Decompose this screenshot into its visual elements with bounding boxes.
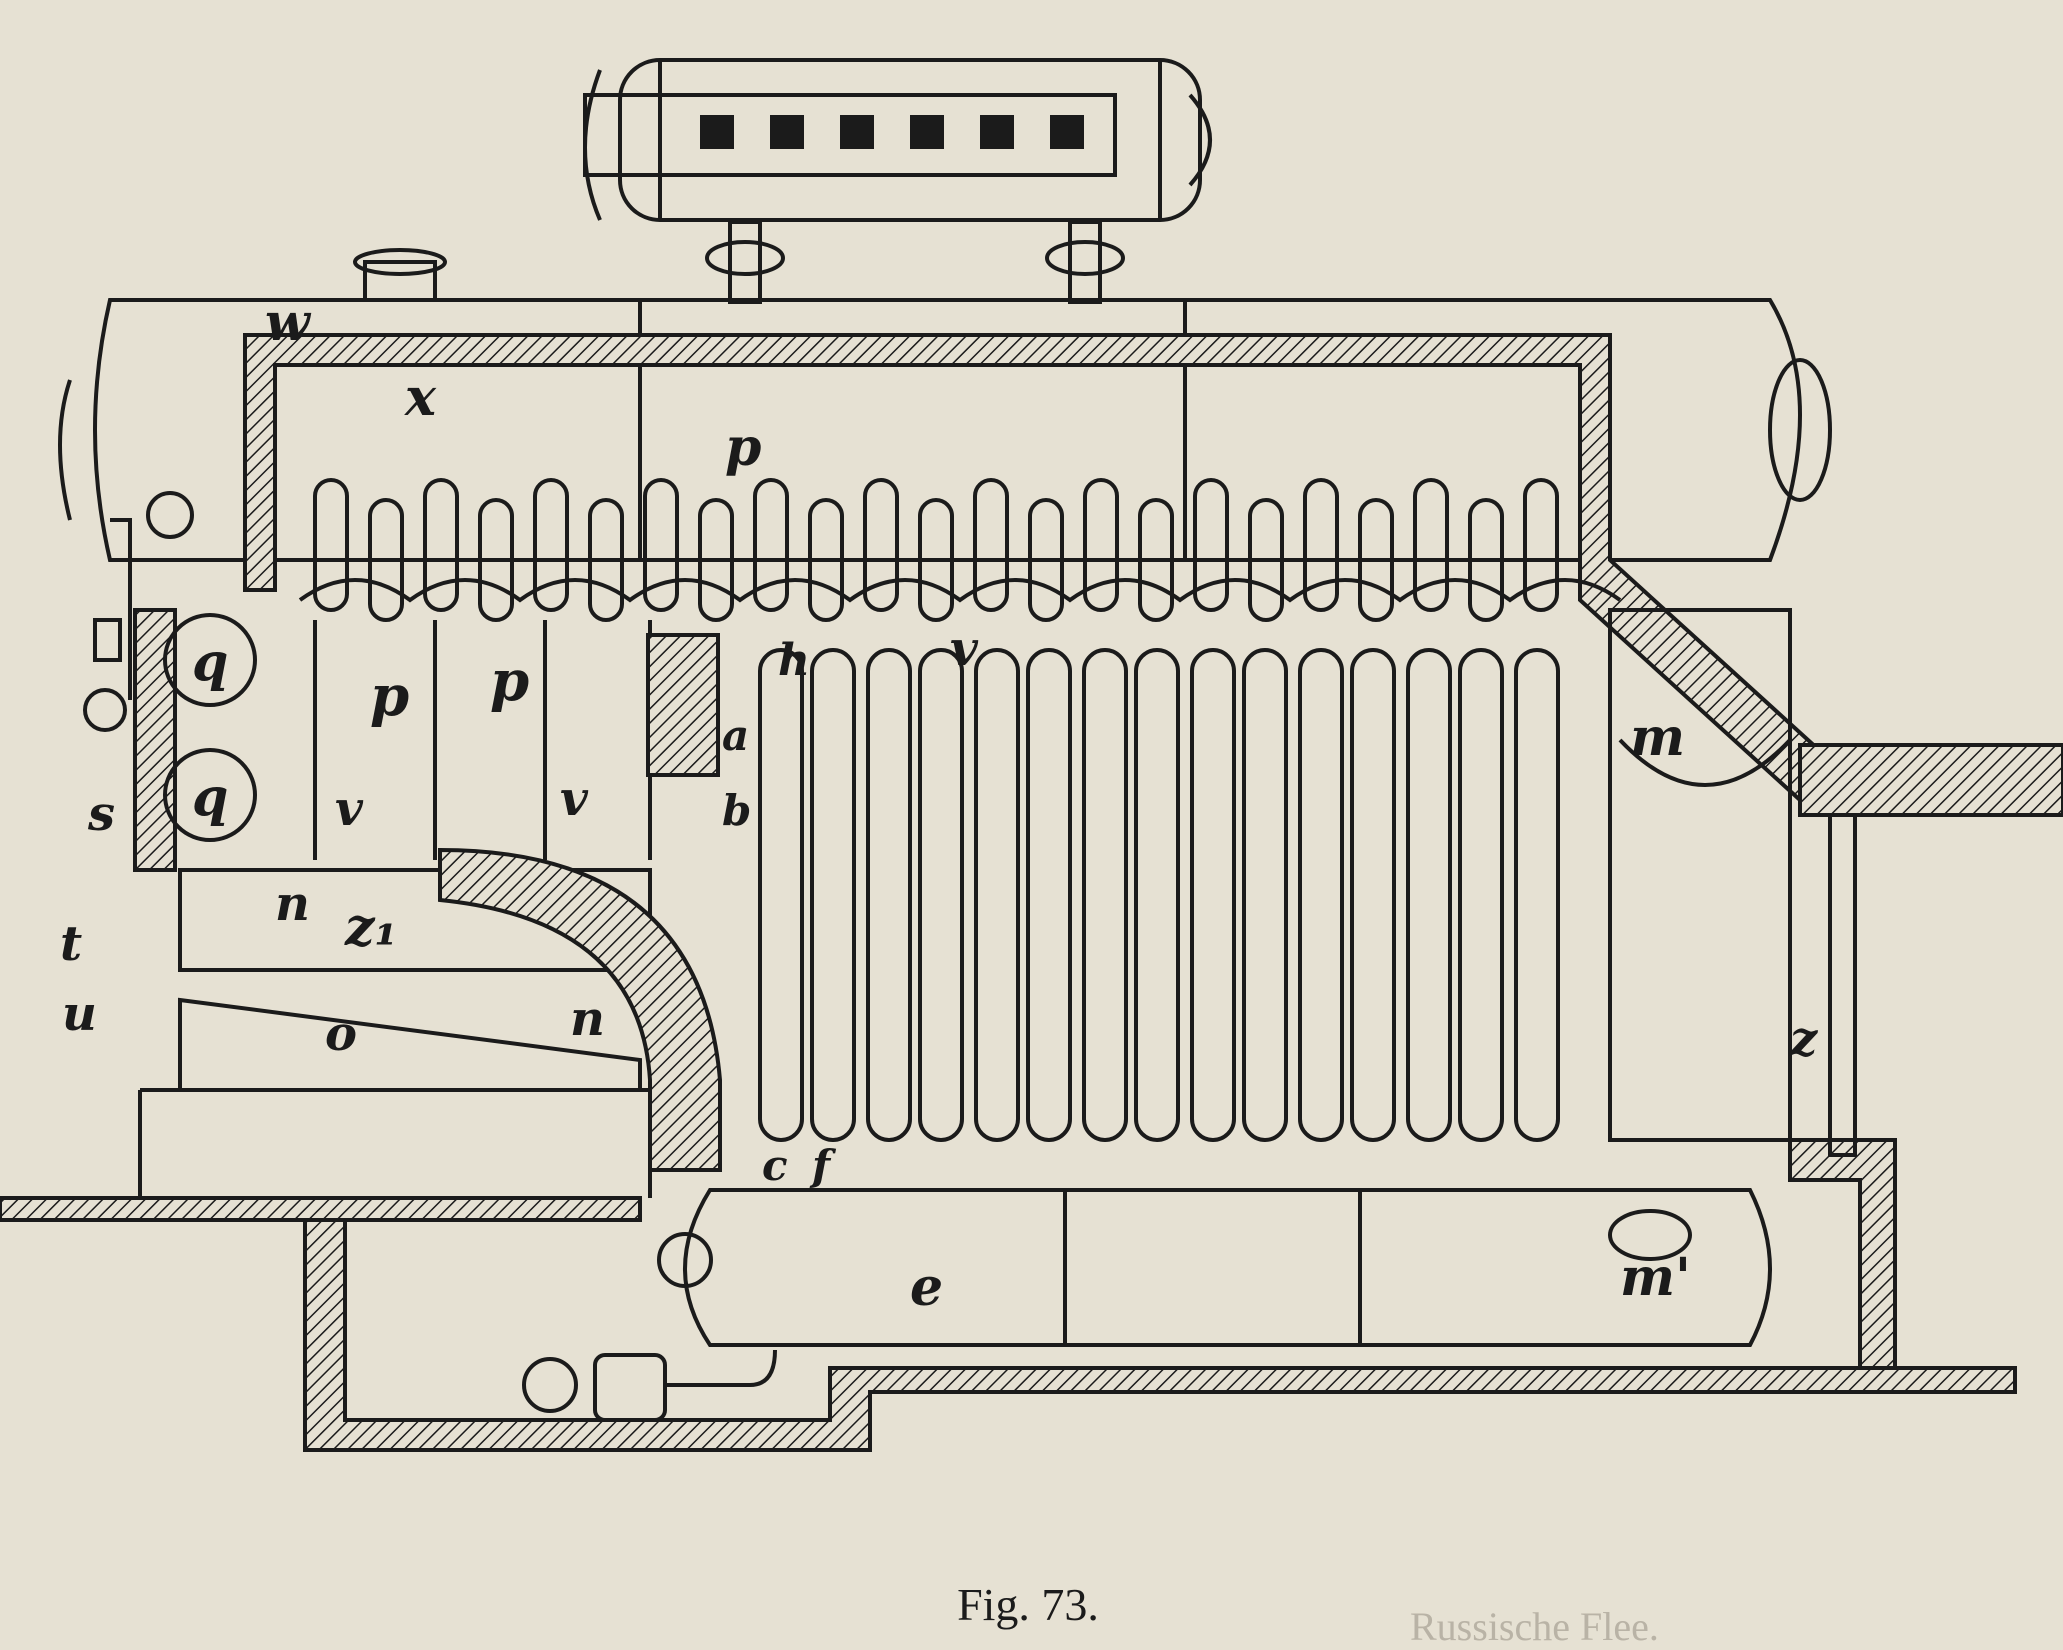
- label-t: t: [60, 916, 82, 972]
- label-x: x: [404, 367, 437, 428]
- label-n-lower: n: [570, 991, 605, 1047]
- steam-drum: [583, 58, 1212, 304]
- vertical-tubes-front: [313, 620, 652, 860]
- upper-drum: [58, 248, 1832, 562]
- label-s: s: [87, 786, 115, 842]
- front-wall: [133, 608, 177, 872]
- label-p-top: p: [725, 417, 761, 478]
- label-b: b: [722, 786, 751, 835]
- bridge-wall-arch: [438, 847, 722, 1172]
- baffle: [646, 633, 720, 777]
- label-a: a: [722, 711, 749, 760]
- label-o: o: [325, 1006, 357, 1062]
- label-f: f: [809, 1141, 837, 1190]
- label-n-upper: n: [275, 876, 310, 932]
- label-z: z: [1789, 1011, 1819, 1067]
- label-v-mid: v: [560, 771, 589, 827]
- label-v-left: v: [335, 781, 364, 837]
- label-e: e: [910, 1257, 943, 1318]
- label-m: m: [1630, 707, 1685, 768]
- water-drum-upper: [163, 613, 257, 707]
- label-m-prime: m': [1620, 1247, 1691, 1308]
- label-v-top: v: [950, 621, 979, 677]
- foundation-pit: [303, 1218, 2017, 1452]
- main-tube-bank: [758, 648, 1560, 1142]
- rear-masonry: [1788, 1138, 1897, 1370]
- part-labels: w x p p p v v v h q q s t u n z₁ n o a b…: [60, 292, 1819, 1318]
- lower-drum: [657, 1188, 1772, 1347]
- label-h: h: [778, 635, 810, 686]
- label-w: w: [265, 292, 312, 353]
- floor-left: [0, 1196, 642, 1222]
- brick-setting: [243, 333, 1833, 803]
- water-drum-lower: [163, 748, 257, 842]
- label-c: c: [762, 1141, 788, 1190]
- rear-chamber: [1608, 608, 2063, 1157]
- label-u: u: [62, 986, 97, 1042]
- label-q-lower: q: [192, 767, 228, 828]
- blowoff-valve: [522, 1349, 777, 1422]
- front-fittings: [83, 491, 194, 732]
- upper-tube-row: [298, 478, 1622, 622]
- label-p-right: p: [490, 648, 529, 714]
- bleed-through-text: Russische Flee.: [1410, 1604, 1659, 1649]
- label-q-upper: q: [192, 632, 228, 693]
- label-z1: z₁: [344, 897, 397, 958]
- label-p-left: p: [370, 663, 409, 729]
- figure-caption: Fig. 73.: [957, 1579, 1099, 1630]
